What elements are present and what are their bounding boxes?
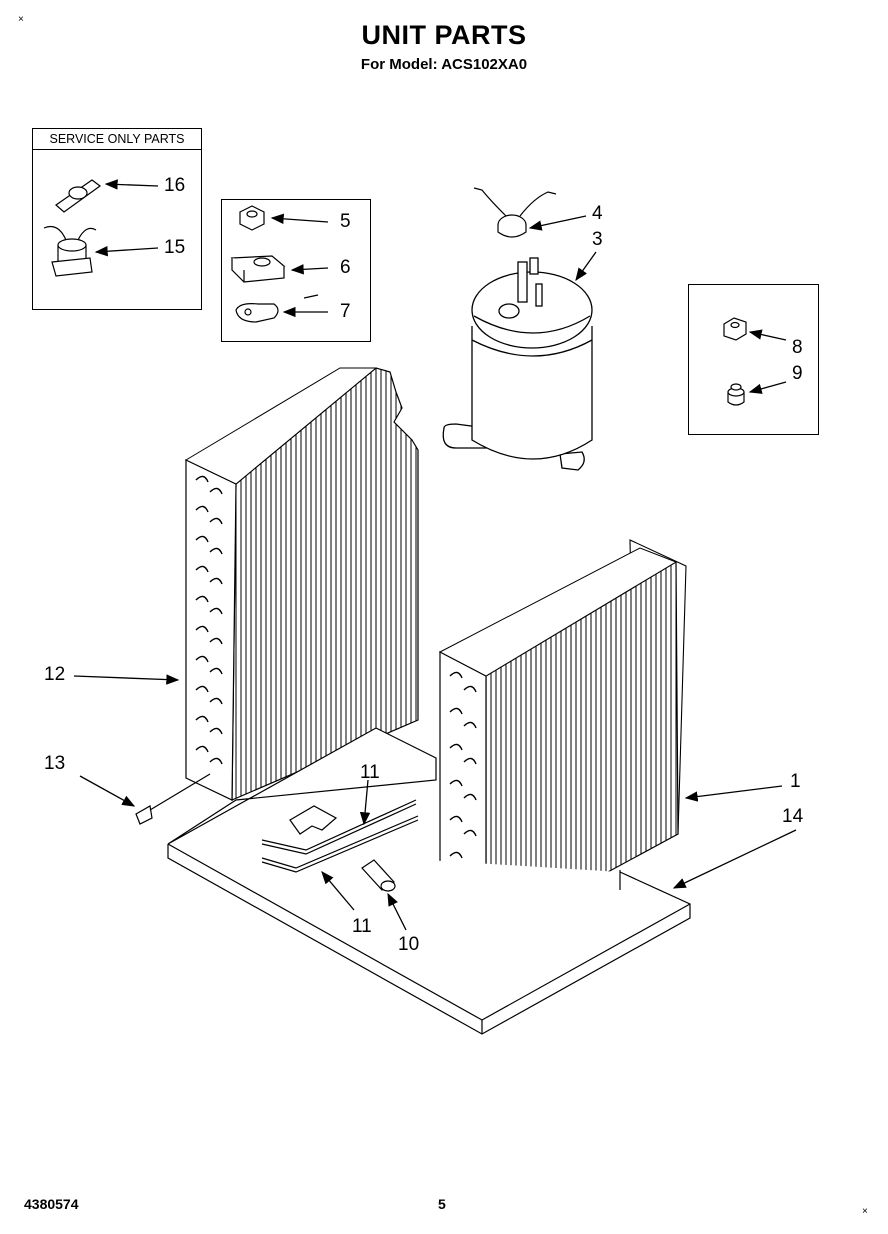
service-only-parts-box: SERVICE ONLY PARTS: [32, 128, 202, 310]
callout-16: 16: [164, 175, 186, 196]
callout-11-top: 11: [360, 762, 380, 783]
callout-10: 10: [398, 934, 420, 955]
grommet-9: [727, 383, 745, 406]
terminal-cover-6: [230, 255, 286, 283]
callout-12: 12: [44, 664, 66, 685]
callout-11-bottom: 11: [352, 916, 372, 937]
callout-1: 1: [790, 771, 801, 792]
callout-5: 5: [340, 211, 351, 232]
clip-7: [235, 294, 319, 323]
base-pan-14: [167, 727, 691, 1035]
condenser-coil-12: [184, 367, 419, 801]
nut-5: [239, 205, 265, 231]
registration-mark-bottom-right: ×: [862, 1206, 868, 1217]
sleeve-10: [361, 859, 396, 892]
document-number: 4380574: [24, 1196, 79, 1212]
compressor-3: [442, 257, 593, 471]
page-title: UNIT PARTS: [361, 20, 527, 50]
overload-protector-4: [473, 187, 557, 238]
callout-9: 9: [792, 363, 803, 384]
callout-4: 4: [592, 203, 603, 224]
evaporator-coil-1: [438, 539, 687, 940]
leader-lines: [73, 179, 797, 931]
tube-11: [261, 799, 419, 873]
callout-6: 6: [340, 257, 351, 278]
callout-15: 15: [164, 237, 186, 258]
overload-15: [43, 225, 97, 277]
callout-3: 3: [592, 229, 603, 250]
service-only-parts-label: SERVICE ONLY PARTS: [33, 129, 201, 150]
callout-14: 14: [782, 806, 804, 827]
page-number: 5: [438, 1196, 446, 1212]
capillary-tube-13: [135, 773, 211, 825]
nut-8: [723, 317, 747, 341]
hardware-box-8-9: [688, 284, 819, 435]
registration-mark-top-left: ×: [18, 14, 24, 25]
callout-8: 8: [792, 337, 803, 358]
model-subtitle: For Model: ACS102XA0: [360, 56, 528, 73]
callout-7: 7: [340, 301, 351, 322]
callout-13: 13: [44, 753, 66, 774]
strainer-16: [55, 179, 102, 213]
